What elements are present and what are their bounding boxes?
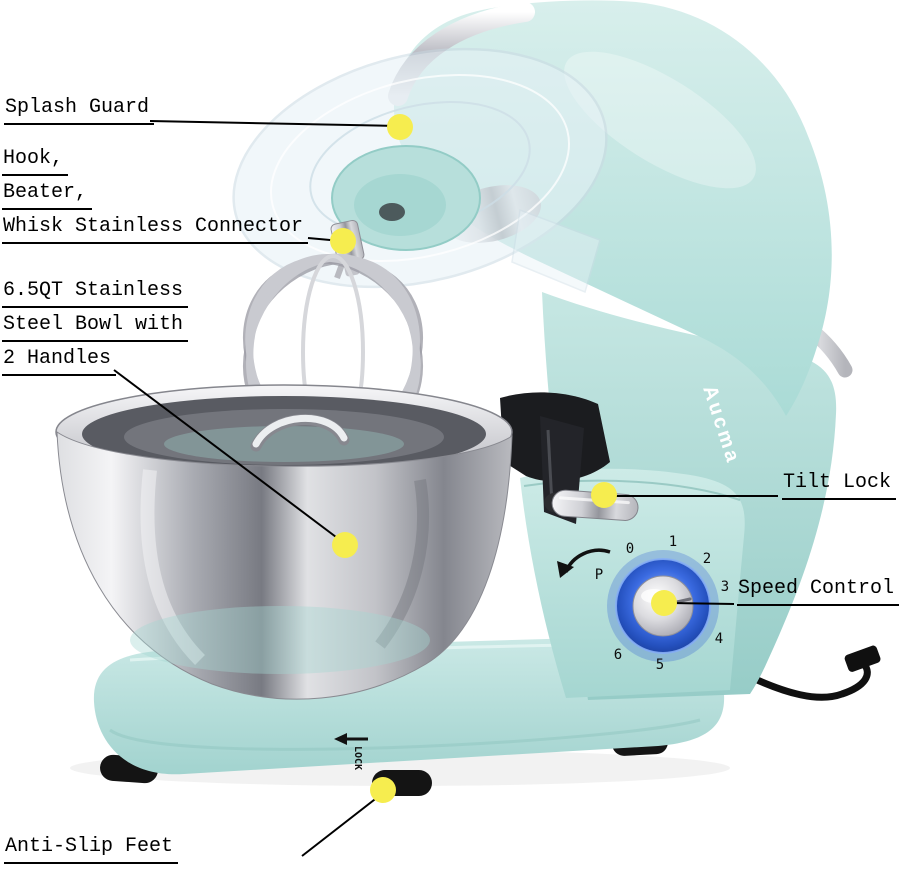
label-connector: Hook, Beater, Whisk Stainless Connector	[2, 146, 309, 248]
dial-mark-0: 0	[626, 541, 634, 557]
marker-bowl	[332, 532, 358, 558]
label-tilt-lock: Tilt Lock	[782, 470, 897, 504]
marker-connector	[330, 228, 356, 254]
leader-lines	[113, 120, 778, 857]
dial-mark-4: 4	[715, 631, 723, 647]
label-tilt-lock-text: Tilt Lock	[782, 470, 897, 500]
marker-speed-control	[651, 590, 677, 616]
label-anti-slip-feet-text: Anti-Slip Feet	[4, 834, 179, 864]
dial-mark-p: P	[595, 567, 603, 583]
stainless-bowl	[55, 384, 513, 700]
dial-mark-1: 1	[669, 534, 677, 550]
dial-mark-5: 5	[656, 657, 664, 673]
label-bowl-line1: 6.5QT Stainless	[2, 278, 189, 308]
dial-mark-3: 3	[721, 579, 729, 595]
dial-mark-6: 6	[614, 647, 622, 663]
marker-anti-slip-feet	[370, 777, 396, 803]
leader-anti-slip-feet	[301, 792, 384, 857]
leader-speed-control	[669, 602, 735, 605]
dial-mark-2: 2	[703, 551, 711, 567]
leader-splash-guard	[149, 120, 399, 127]
label-connector-line3: Whisk Stainless Connector	[2, 214, 309, 244]
label-connector-line2: Beater,	[2, 180, 93, 210]
splash-guard	[232, 47, 608, 294]
label-bowl-line2: Steel Bowl with	[2, 312, 189, 342]
marker-splash-guard	[387, 114, 413, 140]
dial-scale: P 0 1 2 3 4 5 6	[595, 534, 729, 673]
power-cord	[732, 645, 881, 701]
dial-direction-arrow	[557, 548, 611, 578]
marker-tilt-lock	[591, 482, 617, 508]
label-bowl: 6.5QT Stainless Steel Bowl with 2 Handle…	[2, 278, 189, 380]
label-splash-guard-text: Splash Guard	[4, 95, 155, 125]
label-connector-line1: Hook,	[2, 146, 69, 176]
label-speed-control: Speed Control	[737, 576, 900, 610]
label-speed-control-text: Speed Control	[737, 576, 900, 606]
label-splash-guard: Splash Guard	[4, 95, 155, 129]
leader-bowl	[113, 369, 345, 544]
lock-text: LOCK	[352, 746, 363, 770]
base-lock-marking: LOCK	[334, 733, 368, 770]
splash-guard-chute	[511, 208, 601, 294]
label-bowl-line3: 2 Handles	[2, 346, 117, 376]
label-anti-slip-feet: Anti-Slip Feet	[4, 834, 179, 868]
marker-dots	[330, 114, 677, 803]
